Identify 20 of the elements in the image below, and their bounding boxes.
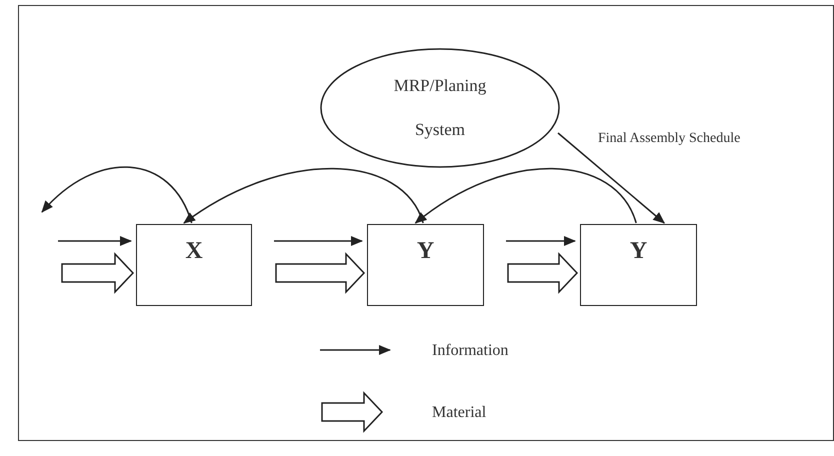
- legend-label: Material: [432, 403, 486, 423]
- material-arrow: [507, 252, 578, 294]
- node-label: Y: [630, 237, 648, 266]
- node-label: X: [185, 237, 203, 266]
- material-arrow: [61, 252, 134, 294]
- curved-arrow: [558, 132, 665, 224]
- curved-arrow: [414, 168, 637, 224]
- information-arrow: [274, 236, 363, 246]
- curved-arrow: [41, 166, 192, 224]
- process-box: [367, 224, 484, 306]
- process-box: [136, 224, 252, 306]
- node-label: Y: [416, 237, 434, 266]
- process-box: [580, 224, 697, 306]
- node-label: MRP/Planing System: [392, 74, 488, 141]
- information-arrow: [58, 236, 132, 246]
- ellipse-node: [320, 48, 560, 168]
- legend-label: Information: [432, 341, 508, 361]
- curved-arrow: [183, 168, 424, 224]
- information-arrow: [506, 236, 576, 246]
- material-arrow: [275, 252, 366, 294]
